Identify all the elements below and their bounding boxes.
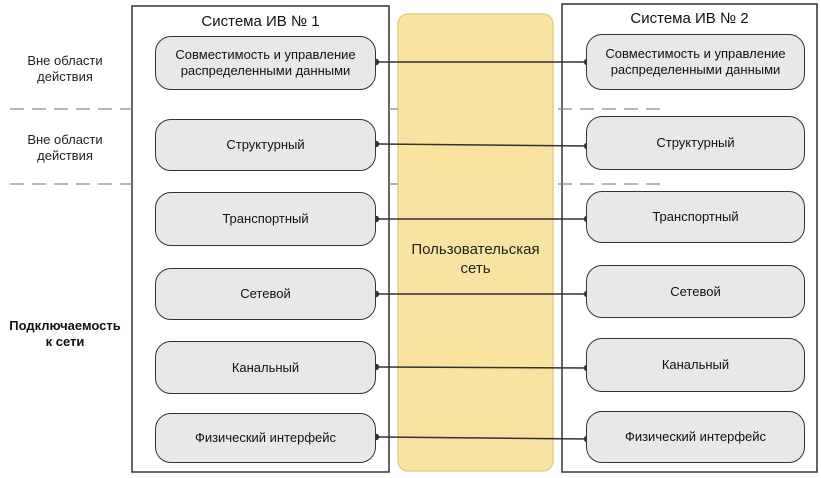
side-label-line: к сети bbox=[45, 334, 85, 349]
layer-label-line: Транспортный bbox=[222, 211, 309, 226]
layer-label-line: Транспортный bbox=[652, 209, 739, 224]
left-layer-network: Сетевой bbox=[155, 268, 376, 320]
user-network-band bbox=[397, 13, 554, 472]
connection-line-5 bbox=[375, 366, 588, 369]
system-right-frame bbox=[561, 3, 818, 473]
side-label-line: действия bbox=[37, 69, 93, 84]
layer-label-line: Канальный bbox=[661, 357, 730, 372]
right-layer-transport: Транспортный bbox=[586, 191, 805, 243]
side-label-line: Вне области bbox=[27, 132, 103, 147]
layer-label-line: Структурный bbox=[656, 135, 735, 150]
layer-label-line: Сетевой bbox=[240, 286, 291, 301]
left-layer-transport: Транспортный bbox=[155, 192, 376, 246]
connection-line-6 bbox=[375, 436, 588, 440]
layer-label-line: Структурный bbox=[226, 137, 305, 152]
layer-label-line: Сетевой bbox=[670, 283, 721, 299]
side-label-connectivity: Подключаемость к сети bbox=[0, 318, 130, 350]
layer-label-line: распределенными данными bbox=[180, 63, 351, 78]
layer-label-line: распределенными данными bbox=[610, 62, 781, 77]
side-label-out-of-scope-2: Вне области действия bbox=[6, 132, 124, 164]
side-label-line: Подключаемость bbox=[9, 318, 121, 333]
left-layer-structural: Структурный bbox=[155, 119, 376, 171]
left-layer-physical: Физический интерфейс bbox=[155, 413, 376, 463]
system-left-title: Система ИВ № 1 bbox=[201, 13, 320, 30]
layer-label-line: Канальный bbox=[231, 359, 300, 375]
network-label-line: Пользовательская bbox=[411, 241, 540, 258]
left-layer-datalink: Канальный bbox=[155, 341, 376, 394]
layer-label-line: Физический интерфейс bbox=[624, 429, 767, 444]
network-label-line: сеть bbox=[460, 260, 491, 277]
layer-label-line: Совместимость и управление bbox=[175, 47, 356, 62]
user-network-label: Пользовательская сеть bbox=[398, 240, 553, 278]
right-layer-physical: Физический интерфейс bbox=[586, 411, 805, 463]
layer-label-line: Физический интерфейс bbox=[194, 430, 337, 445]
side-label-line: Вне области bbox=[27, 53, 103, 68]
system-right-title: Система ИВ № 2 bbox=[630, 10, 749, 27]
connection-line-2 bbox=[375, 143, 588, 147]
side-label-line: действия bbox=[37, 148, 93, 163]
layer-label-line: Совместимость и управление bbox=[605, 46, 786, 61]
system-left-frame bbox=[131, 5, 390, 473]
side-label-out-of-scope-1: Вне области действия bbox=[6, 53, 124, 85]
right-layer-structural: Структурный bbox=[586, 116, 805, 170]
right-layer-network: Сетевой bbox=[586, 265, 805, 318]
right-layer-datalink: Канальный bbox=[586, 338, 805, 392]
